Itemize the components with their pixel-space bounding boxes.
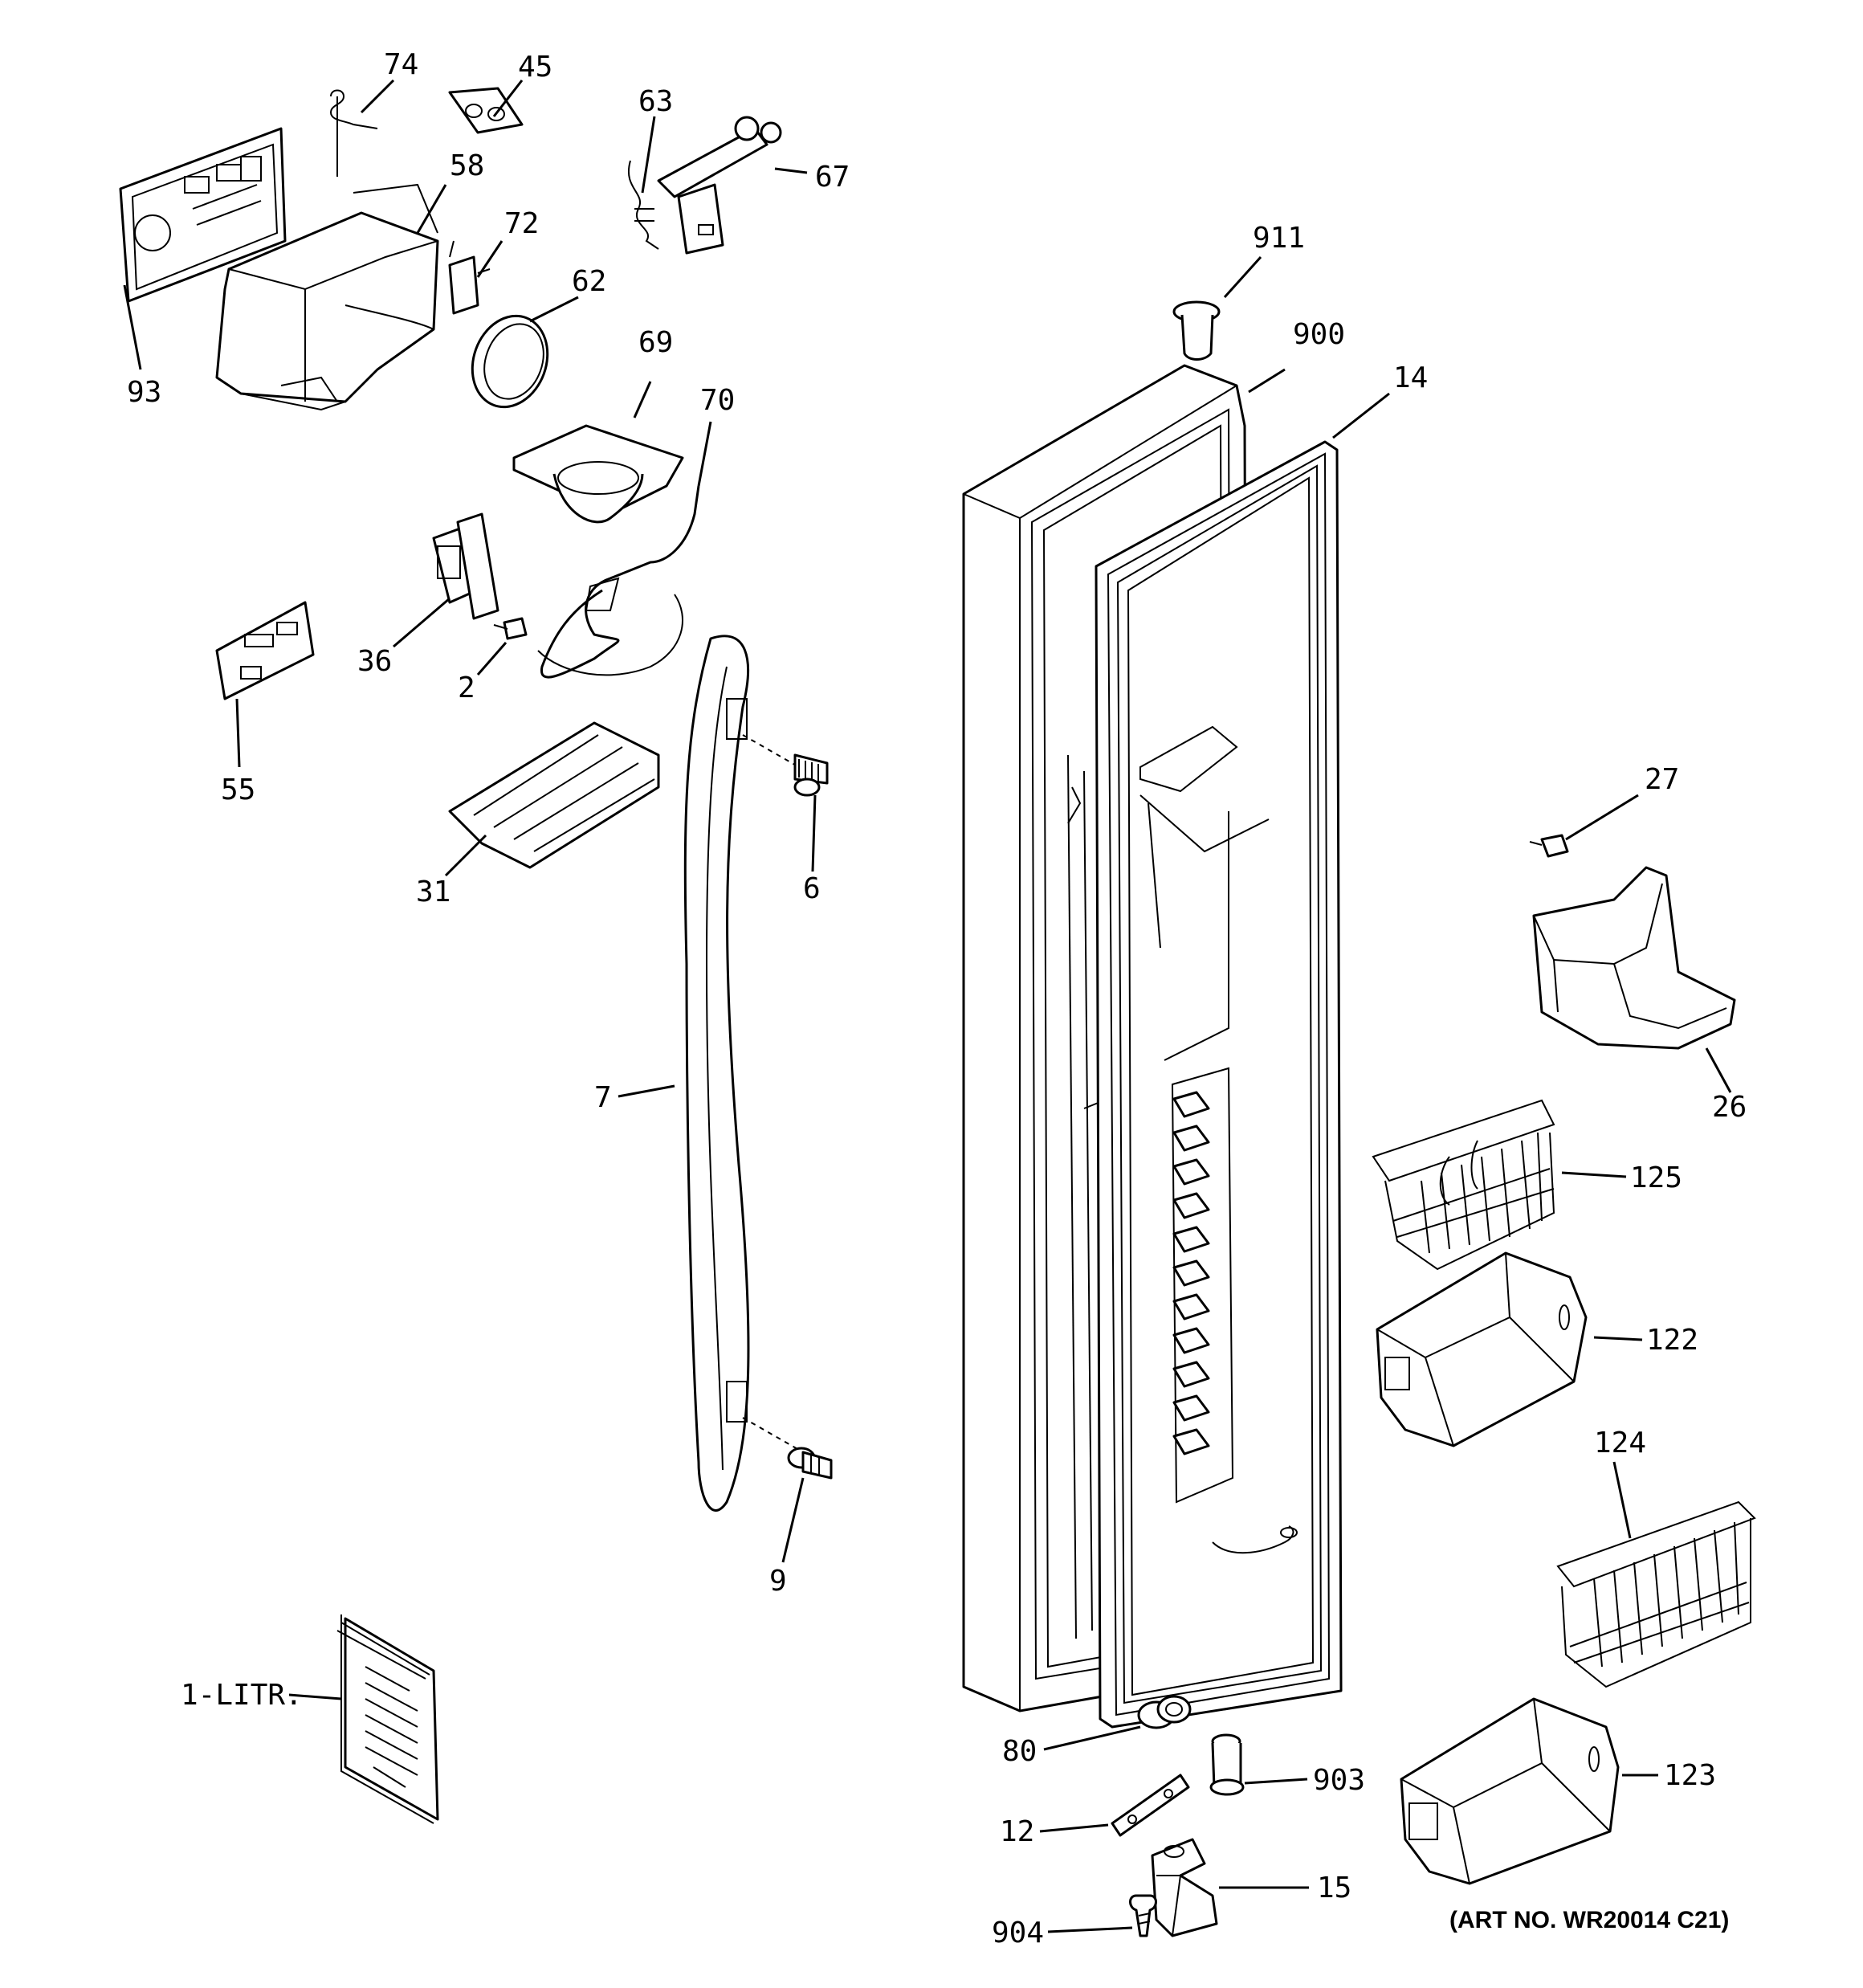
callout-26: 26 (1712, 1091, 1747, 1124)
part-62-ring (471, 314, 549, 409)
part-903-pin (1209, 1733, 1245, 1796)
callout-labels: 74 45 63 67 58 72 62 93 69 70 911 900 14… (127, 48, 1747, 1949)
callout-2: 2 (458, 672, 475, 704)
part-904-screw (1129, 1894, 1157, 1937)
callout-27: 27 (1645, 763, 1679, 796)
callout-124: 124 (1594, 1427, 1646, 1459)
part-2-screw (493, 617, 528, 640)
part-1-litr-literature (336, 1614, 439, 1824)
part-31-drip-tray (448, 721, 660, 869)
callout-1-litr: 1-LITR. (181, 1679, 303, 1712)
callout-69: 69 (638, 326, 673, 359)
callout-7: 7 (594, 1081, 612, 1114)
part-45-bracket (448, 87, 524, 134)
callout-903: 903 (1313, 1764, 1365, 1797)
part-67-actuator-arm (657, 116, 782, 255)
callout-911: 911 (1253, 222, 1305, 255)
part-80-bushing (1137, 1695, 1192, 1729)
part-58-dispenser-housing (215, 183, 439, 411)
part-12-hinge-plate (1111, 1774, 1190, 1837)
callout-67: 67 (815, 161, 850, 194)
part-15-hinge (1151, 1838, 1218, 1937)
callout-80: 80 (1002, 1735, 1037, 1768)
callout-122: 122 (1646, 1324, 1698, 1357)
callout-58: 58 (450, 149, 484, 182)
part-63-spring (628, 160, 659, 250)
part-69-funnel-bracket (512, 424, 684, 524)
callout-63: 63 (638, 85, 673, 118)
part-911-plug (1172, 300, 1221, 361)
callout-125: 125 (1630, 1161, 1682, 1194)
part-125-basket (1372, 1099, 1555, 1271)
callout-70: 70 (700, 384, 735, 417)
part-9-screw (742, 1417, 833, 1480)
art-number: (ART NO. WR20014 C21) (1449, 1907, 1729, 1933)
part-72-switch (448, 240, 491, 315)
callout-14: 14 (1393, 361, 1428, 394)
callout-72: 72 (504, 207, 539, 240)
part-55-board (215, 601, 315, 700)
callout-6: 6 (803, 872, 821, 905)
callout-36: 36 (357, 645, 392, 678)
callout-123: 123 (1664, 1759, 1716, 1792)
callout-31: 31 (416, 876, 450, 908)
part-74-spring (329, 89, 378, 177)
callout-9: 9 (769, 1565, 787, 1598)
part-123-bin (1400, 1697, 1620, 1885)
callout-55: 55 (221, 774, 255, 806)
part-6-screw (742, 734, 829, 797)
callout-15: 15 (1317, 1872, 1351, 1904)
part-124-basket (1556, 1500, 1756, 1688)
callout-45: 45 (518, 51, 552, 84)
door-shelf-tabs (1172, 1091, 1210, 1455)
callout-900: 900 (1293, 318, 1345, 351)
callout-904: 904 (992, 1917, 1044, 1949)
callout-12: 12 (1000, 1815, 1034, 1848)
part-122-bin (1376, 1251, 1588, 1447)
callout-93: 93 (127, 376, 161, 409)
callout-74: 74 (384, 48, 418, 81)
part-26-cover (1532, 866, 1736, 1050)
part-14-gasket (1095, 440, 1343, 1729)
part-7-handle (683, 635, 750, 1512)
part-93-control-panel (119, 127, 287, 303)
part-27-screw (1529, 834, 1569, 858)
part-36-bracket (432, 512, 499, 620)
callout-62: 62 (572, 265, 606, 298)
part-70-lever (537, 485, 700, 679)
